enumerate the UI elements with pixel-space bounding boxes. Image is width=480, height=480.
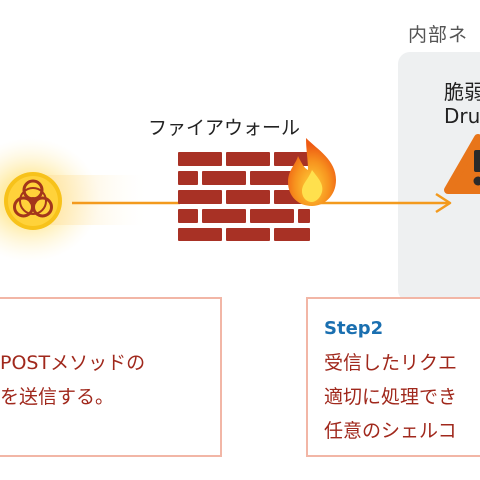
step2-line2: 適切に処理でき — [324, 386, 458, 408]
internal-network-title: 内部ネ — [408, 24, 469, 46]
step2-line1: 受信したリクエ — [324, 352, 458, 374]
drupal-label: Dru — [444, 104, 480, 128]
step2-title: Step2 — [324, 318, 384, 339]
step2-line3: 任意のシェルコ — [324, 420, 457, 442]
vulnerable-label: 脆弱 — [444, 80, 480, 104]
biohazard-icon — [4, 172, 62, 230]
fire-icon — [288, 138, 336, 206]
brick-wall-icon — [178, 152, 310, 241]
attack-arrow — [72, 192, 452, 214]
step2-box — [306, 297, 480, 457]
warning-icon — [444, 134, 480, 194]
firewall-label: ファイアウォール — [148, 117, 301, 139]
step1-box — [0, 297, 222, 457]
step1-line1: POSTメソッドの — [0, 352, 146, 374]
step1-line2: を送信する。 — [0, 386, 115, 408]
